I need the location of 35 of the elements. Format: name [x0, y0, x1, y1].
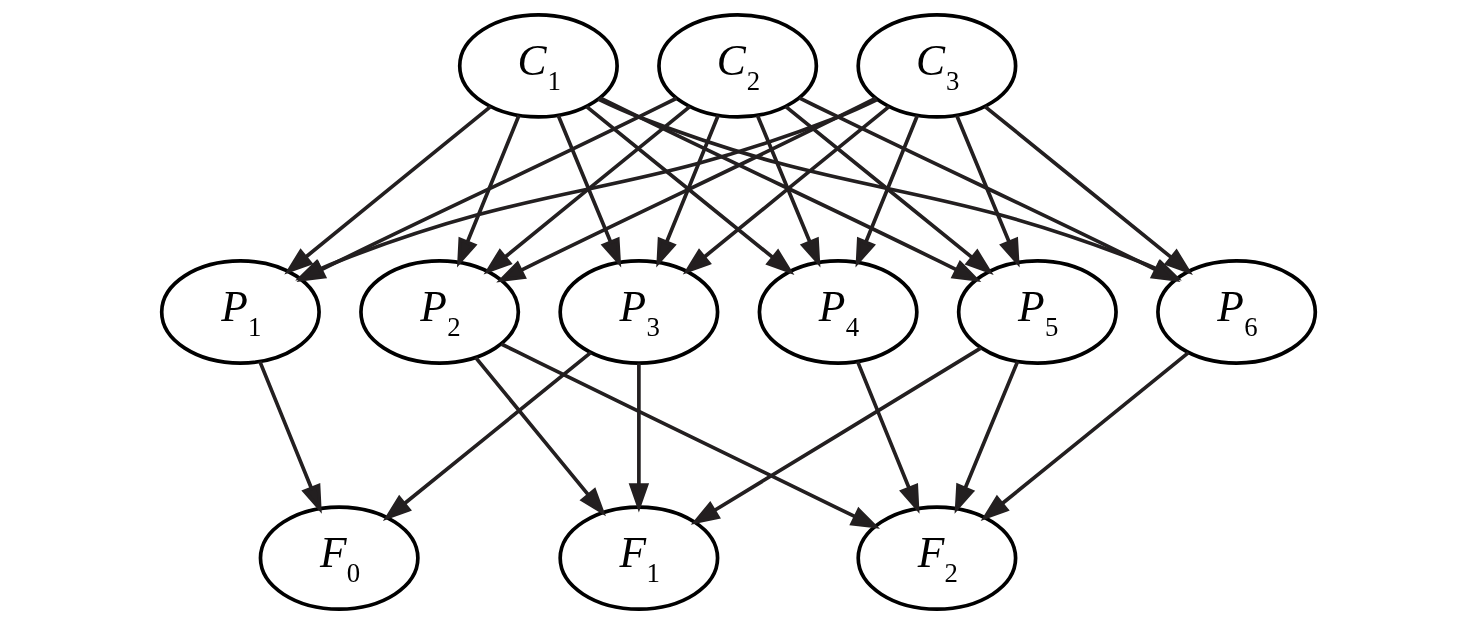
arrow [980, 351, 1190, 522]
arrow [499, 342, 880, 529]
arrow [682, 105, 890, 275]
arrow [556, 114, 621, 268]
node-ellipse: P$_{5}$ [956, 259, 1118, 365]
arrow [382, 351, 592, 522]
arrow [983, 105, 1193, 275]
arrow [483, 105, 691, 275]
node-ellipse: P$_{6}$ [1155, 259, 1317, 365]
node-ellipse: P$_{4}$ [757, 259, 919, 365]
arrow [784, 105, 994, 275]
node-ellipse: C$_{3}$ [855, 12, 1017, 119]
arrow [690, 346, 982, 525]
node-ellipse: P$_{2}$ [358, 259, 520, 365]
arrow [456, 114, 521, 268]
node-ellipse: C$_{2}$ [656, 12, 818, 119]
node-ellipse: P$_{1}$ [159, 259, 321, 365]
node-ellipse: F$_{0}$ [258, 505, 420, 612]
arrow [473, 356, 606, 517]
arrow [283, 105, 492, 275]
arrow [855, 360, 920, 514]
node-ellipse: F$_{2}$ [855, 505, 1017, 612]
arrow [655, 114, 720, 268]
arrow [495, 96, 877, 283]
arrow [257, 360, 322, 514]
node-ellipse: C$_{1}$ [457, 12, 619, 119]
node-ellipse: F$_{1}$ [557, 505, 719, 612]
arrow [755, 114, 820, 268]
arrow [954, 360, 1019, 514]
arrow [855, 114, 919, 268]
arrow [584, 105, 794, 275]
arrow [628, 363, 649, 513]
arrow [954, 114, 1020, 268]
arrow [598, 96, 981, 283]
node-ellipse: P$_{3}$ [557, 259, 719, 365]
